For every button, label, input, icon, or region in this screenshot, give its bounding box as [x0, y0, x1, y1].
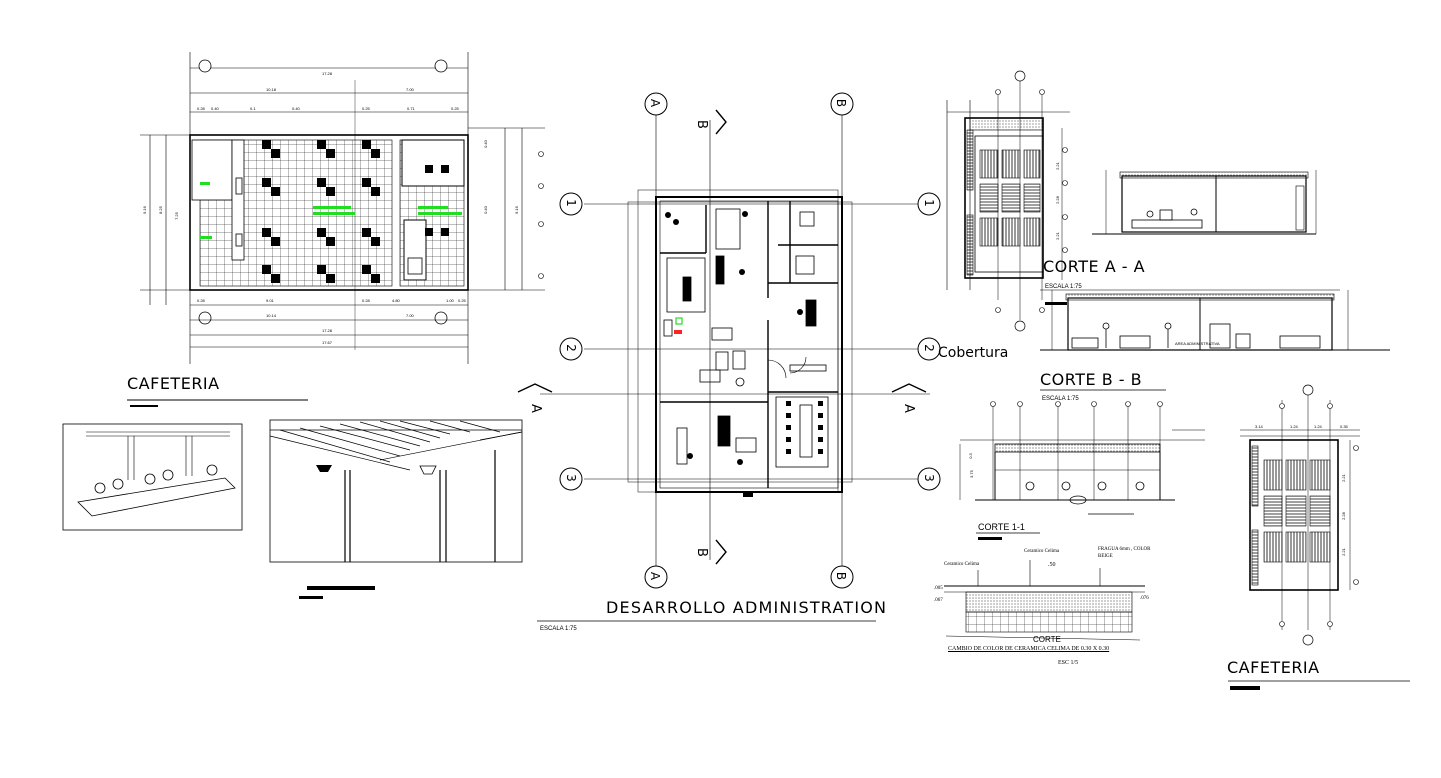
section-mark-a-left: A [527, 404, 543, 413]
elev-dim-side-2: 2.28 [1340, 512, 1346, 520]
cobertura-label: Cobertura [938, 345, 1009, 361]
elev-dim-top-4: 0.35 [1340, 424, 1348, 429]
caf-dim-top-left: 10.18 [266, 87, 277, 92]
caf-dim-top-part-1: 0.28 [197, 106, 205, 111]
detail-dim-50: .50 [1048, 562, 1056, 568]
detail-scale: ESC 1/5 [1058, 660, 1079, 666]
admin-plan-title: DESARROLLO ADMINISTRATION [606, 598, 888, 617]
detail-dim-076: .076 [1140, 596, 1149, 601]
elev-dim-side-1: 2.21 [1340, 474, 1346, 482]
cafeteria-floor-plan [127, 52, 545, 407]
elev-dim-top-3: 1.24 [1314, 424, 1322, 429]
caf-dim-bottom-right: 7.00 [406, 313, 414, 318]
corte-aa-dim-1: 2.21 [1054, 162, 1060, 170]
corte-aa-title: CORTE A - A [1043, 257, 1146, 276]
caf-dim-bottom-part-4: 4.80 [392, 298, 400, 303]
axis-label-2-right: 2 [921, 344, 936, 352]
detail-note-fragua: FRAGUA 6mm , COLOR [1098, 547, 1151, 552]
caf-dim-right-1: 9.16 [513, 206, 519, 214]
corte-11-dim-1: 3.75 [968, 470, 974, 478]
corte-11-section [959, 401, 1205, 540]
corte-aa-scale: ESCALA 1:75 [1045, 284, 1082, 290]
caf-dim-bottom-part-3: 0.28 [362, 298, 370, 303]
caf-dim-bottom-part-2: 9.01 [266, 298, 274, 303]
corte-11-title: CORTE 1-1 [978, 522, 1025, 532]
corte-bb-scale: ESCALA 1:75 [1042, 396, 1079, 402]
caf-dim-left-2: 8.25 [157, 206, 163, 214]
caf-dim-right-3: 0.40 [482, 206, 488, 214]
cafeteria-elevation-title: CAFETERIA [1227, 658, 1320, 677]
floor-tile-detail [944, 560, 1145, 641]
caf-dim-bottom-total: 17.28 [322, 328, 333, 333]
caf-dim-bottom-part-6: 0.25 [458, 298, 466, 303]
corte-bb-title: CORTE B - B [1040, 370, 1143, 389]
corte-bb-elevation [1040, 290, 1390, 391]
detail-dim-005: .005 [934, 586, 943, 591]
axis-label-1-left: 1 [563, 199, 578, 207]
administration-floor-plan [517, 109, 930, 622]
axis-label-2-left: 2 [563, 344, 578, 352]
ceiling-perspective [269, 419, 523, 599]
cafeteria-perspective-left [62, 423, 243, 531]
elev-dim-side-3: 2.21 [1340, 548, 1346, 556]
elev-dim-top-1: 3.14 [1255, 424, 1263, 429]
axis-label-b-bottom: B [834, 571, 849, 581]
detail-corte-title: CORTE [1033, 635, 1061, 644]
caf-dim-bottom-part-5: 1.00 [446, 298, 454, 303]
axis-label-3-right: 3 [921, 474, 936, 482]
section-mark-b-bottom: B [693, 548, 709, 557]
cafeteria-plan-title: CAFETERIA [127, 374, 220, 393]
axis-label-b-top: B [834, 98, 849, 108]
caf-dim-top-part-2: 0.40 [211, 106, 219, 111]
caf-dim-bottom-left: 10.14 [266, 313, 277, 318]
grid-axis-bubbles [559, 92, 941, 589]
section-mark-b-top: B [693, 120, 709, 129]
caf-dim-top-total: 17.28 [322, 71, 333, 76]
caf-dim-top-right: 7.00 [406, 87, 414, 92]
corte-aa-elevation [946, 70, 1340, 332]
caf-dim-left-3: 7.25 [173, 212, 179, 220]
cafeteria-elevation [1228, 384, 1410, 690]
axis-label-a-top: A [648, 98, 663, 108]
caf-dim-left-1: 9.16 [141, 206, 147, 214]
corte-aa-dim-2: 2.28 [1054, 196, 1060, 204]
section-note: AREA ADMINISTRATIVA [1175, 341, 1220, 346]
caf-dim-top-part-7: 0.25 [451, 106, 459, 111]
axis-label-1-right: 1 [921, 199, 936, 207]
detail-note-ceramic-left: Ceramico Celima [944, 562, 980, 567]
caf-dim-bottom-total-outer: 17.67 [322, 340, 333, 345]
caf-dim-top-part-4: 0.40 [292, 106, 300, 111]
caf-dim-right-2: 0.40 [482, 140, 488, 148]
detail-note-beige: BEIGE [1098, 554, 1113, 559]
admin-plan-scale: ESCALA 1:75 [540, 626, 577, 632]
corte-11-dim-2: 0.3 [967, 453, 973, 459]
axis-label-3-left: 3 [563, 474, 578, 482]
detail-dim-067: .067 [934, 598, 943, 603]
elev-dim-top-2: 1.24 [1290, 424, 1298, 429]
corte-aa-dim-3: 2.21 [1054, 232, 1060, 240]
detail-note-ceramic-center: Ceramico Celima [1024, 549, 1060, 554]
detail-caption: CAMBIO DE COLOR DE CERAMICA CELIMA DE 0.… [948, 646, 1110, 652]
caf-dim-top-part-5: 0.25 [362, 106, 370, 111]
caf-dim-top-part-3: 0.1 [250, 106, 256, 111]
section-mark-a-right: A [900, 404, 916, 413]
caf-dim-top-part-6: 0.71 [407, 106, 415, 111]
caf-dim-bottom-part-1: 0.28 [197, 298, 205, 303]
axis-label-a-bottom: A [648, 571, 663, 581]
